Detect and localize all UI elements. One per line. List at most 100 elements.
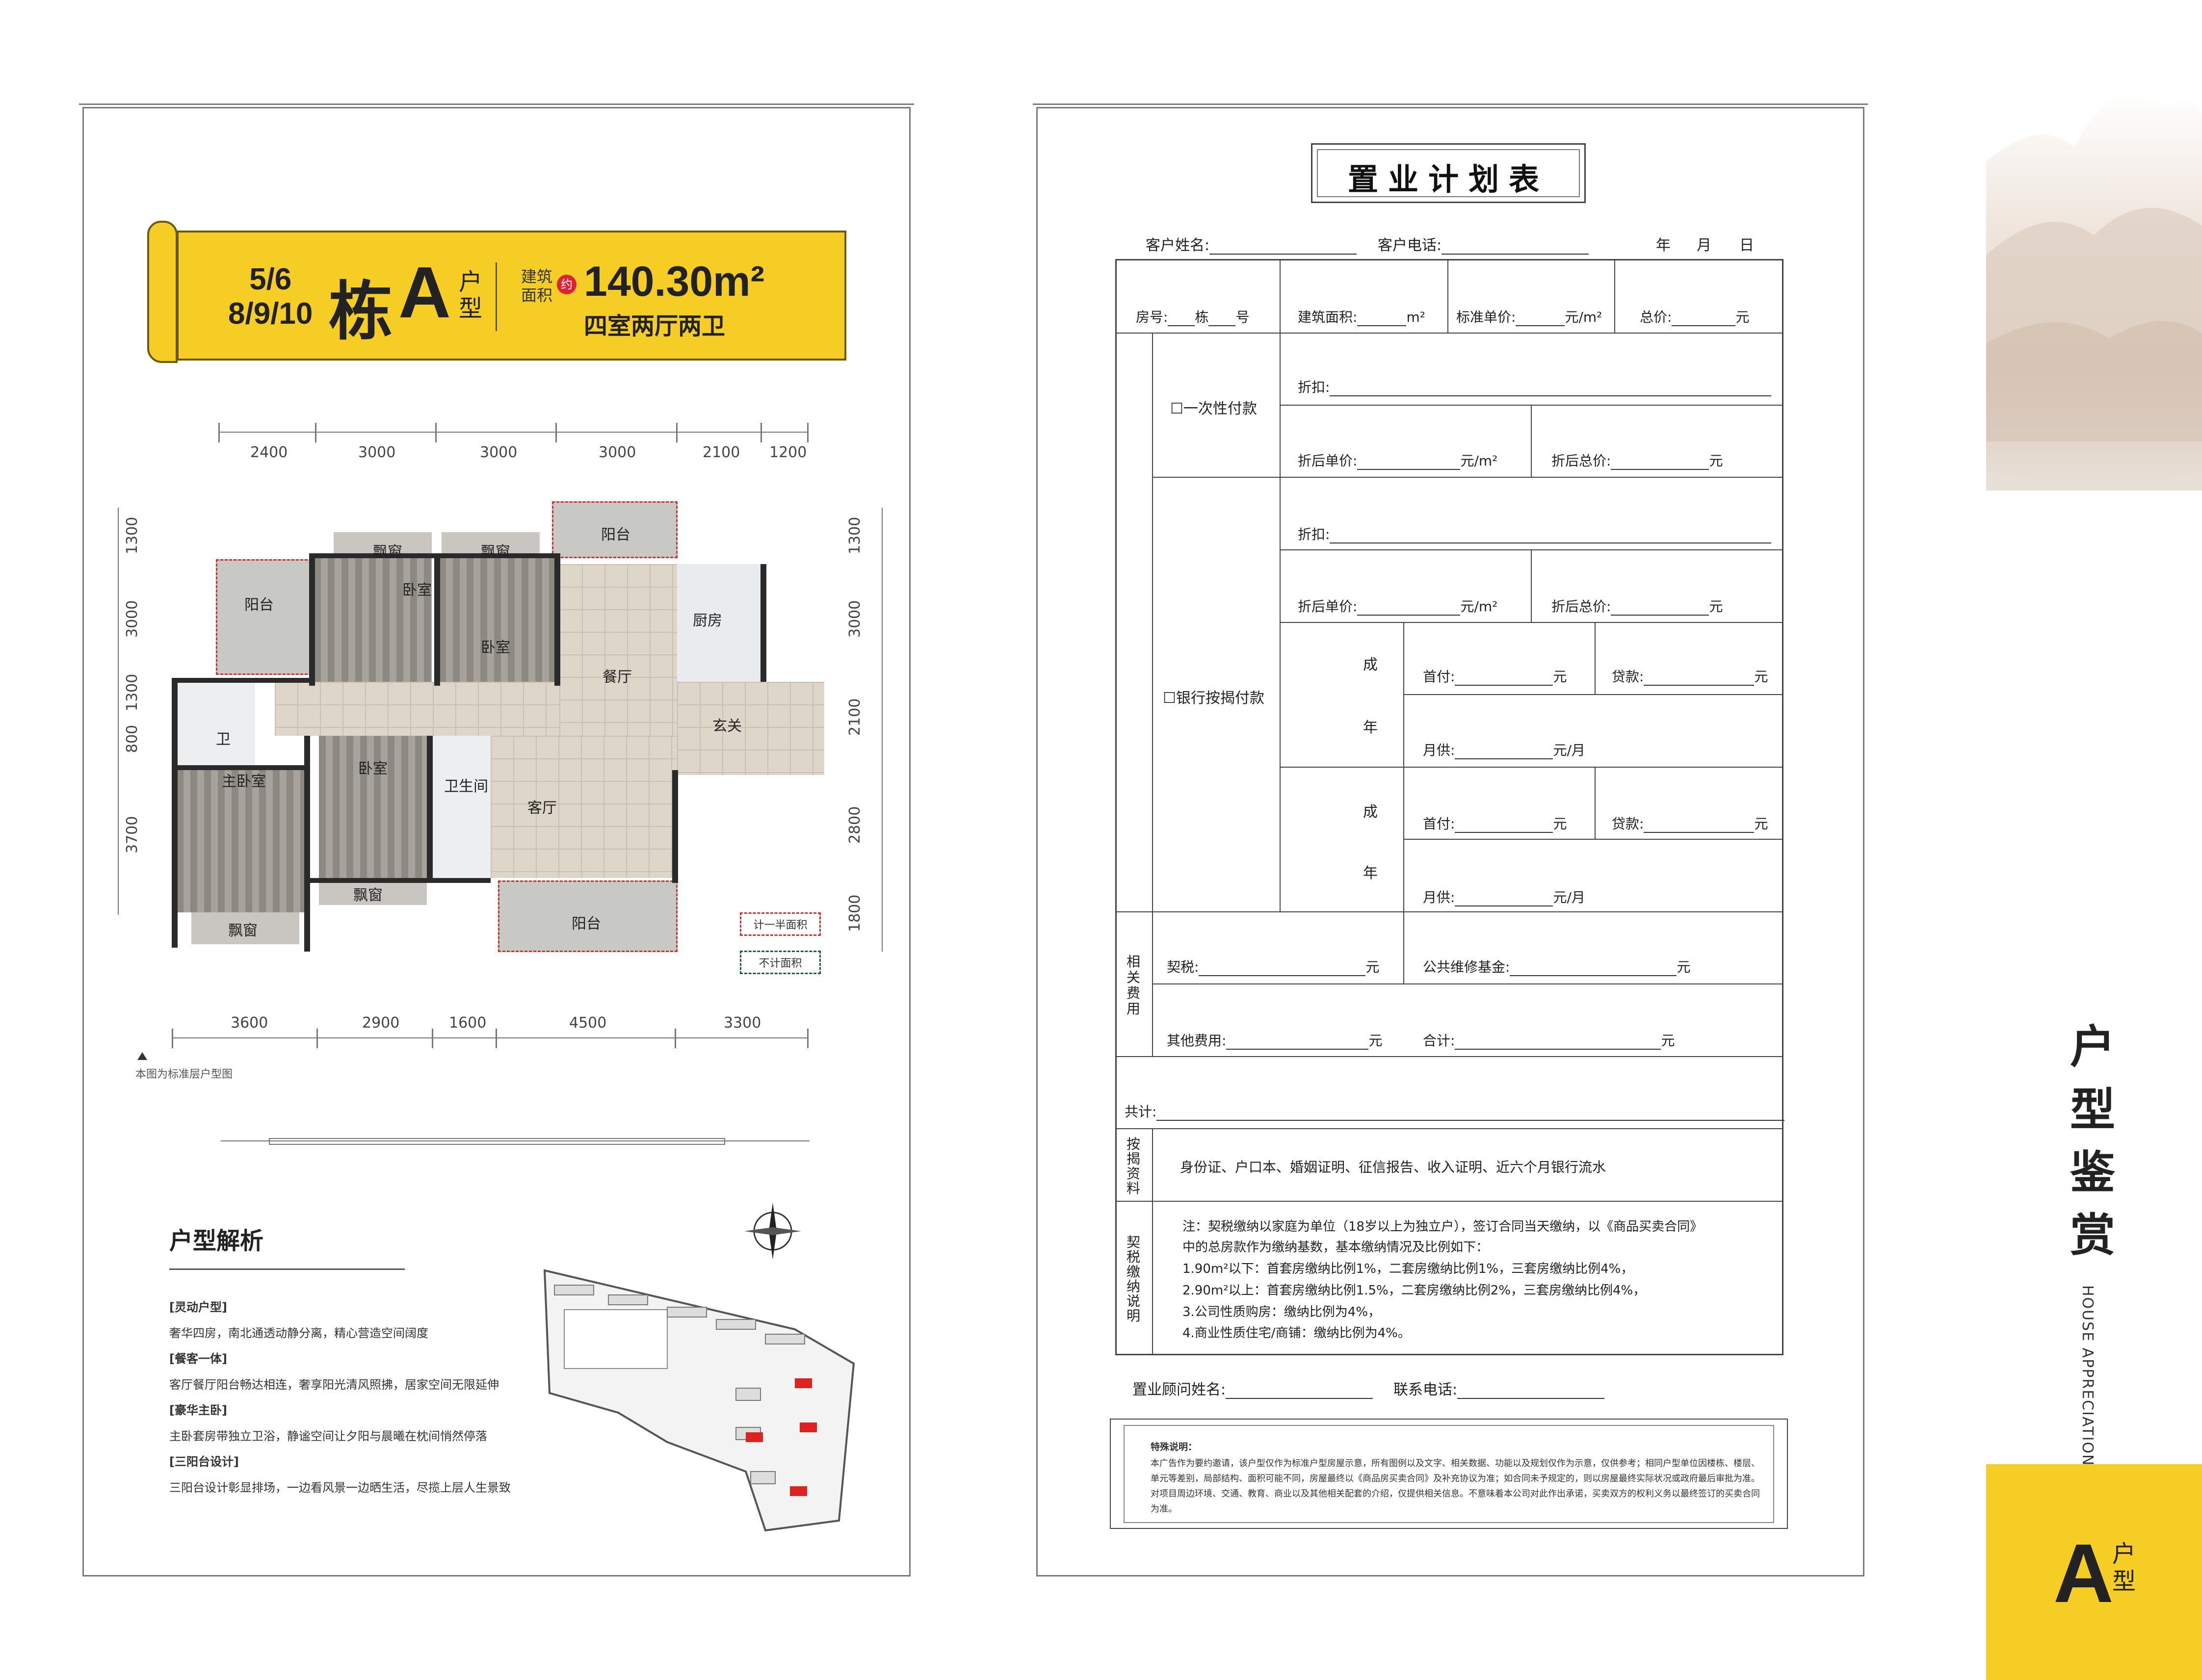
right-dimension-line [882,508,883,952]
dim-tick [496,1029,497,1048]
bath1-floor [172,682,255,765]
dining-floor [559,564,677,736]
grand-total-field: 共计: [1125,1101,1785,1121]
analysis-text-2: 客厅餐厅阳台畅达相连，奢享阳光清风照拂，居家空间无限延伸 [169,1378,499,1392]
tax-note-line-3: 1.90m²以下：首套房缴纳比例1%，二套房缴纳比例1%，三套房缴纳比例4%， [1182,1262,1634,1276]
wall [172,678,178,948]
top-dimension-line [218,432,807,433]
floor-plan: 飘窗 飘窗 阳台 卧室 卧室 阳台 厨房 餐厅 玄关 卫 主卧室 卧室 卫生间 … [167,495,824,956]
room-label-master: 主卧室 [222,773,266,790]
build-area-field: 建筑面积:m² [1298,309,1425,326]
balcony-bottom-floor [498,880,678,952]
bedroom2-floor [439,554,557,682]
disc-total-field-2: 折后总价:元 [1551,598,1723,616]
analysis-text-4: 三阳台设计彰显排场，一边看风景一边晒生活，尽揽上层人生景致 [169,1481,511,1495]
row-line [1403,694,1783,695]
special-notes-title: 特殊说明： [1151,1442,1198,1452]
row-line [1115,1056,1783,1057]
mortgage-docs-text: 身份证、户口本、婚姻证明、征信报告、收入证明、近六个月银行流水 [1180,1159,1606,1175]
col-line [1447,259,1448,333]
side-title: 户 型 鉴 赏 [2066,1015,2120,1266]
tax-note-line-1: 注：契税缴纳以家庭为单位（18岁以上为独立户），签订合同当天缴纳，以《商品买卖合… [1182,1219,1703,1234]
dim-bottom-5: 3300 [724,1014,761,1032]
dim-tick [172,1029,173,1048]
wall [304,878,491,883]
building-numbers: 5/6 8/9/10 [228,262,313,331]
analysis-text-3: 主卧套房带独立卫浴，静谧空间让夕阳与晨曦在枕间悄然停落 [169,1429,487,1443]
dim-tick [218,423,220,442]
dim-tick [807,423,809,442]
side-title-char-2: 型 [2070,1083,2115,1136]
tax-notes-label: 契税缴纳说明 [1127,1234,1141,1324]
tax-note-line-4: 2.90m²以上：首套房缴纳比例1.5%，二套房缴纳比例2%，三套房缴纳比例4%… [1182,1283,1646,1298]
one-time-payment-checkbox[interactable]: ☐一次性付款 [1170,400,1257,417]
dim-top-1: 2400 [250,444,288,461]
dim-bottom-3: 1600 [449,1014,487,1032]
dim-tick [675,1029,676,1048]
room-label-bath1: 卫 [216,731,231,748]
date-day: 日 [1739,237,1754,254]
disc-total-field-1: 折后总价:元 [1551,453,1723,470]
legend-half-area: 计一半面积 [740,912,821,936]
room-label-bay3: 飘窗 [353,887,383,904]
dim-bottom-4: 4500 [569,1014,607,1032]
dim-right-1: 1300 [846,517,864,554]
master-floor [177,770,304,912]
room-label-balcony-bottom: 阳台 [572,915,601,932]
col-line [1531,549,1532,622]
bank-mortgage-checkbox[interactable]: ☐银行按揭付款 [1163,690,1264,707]
buildings-line1: 5/6 [249,262,292,296]
type-letter: A [398,252,451,333]
room-label-bedroom2: 卧室 [481,639,510,656]
monthly-field-1: 月供:元/月 [1423,742,1585,759]
approx-badge: 约 [557,275,577,294]
separator-bar [269,1138,725,1145]
bay3-floor [319,880,427,905]
wall [760,564,766,682]
legend-no-area: 不计面积 [740,951,821,974]
col-line [1152,1128,1153,1355]
dim-bottom-2: 2900 [362,1014,400,1032]
analysis-title: 户型解析 [169,1227,264,1255]
title-banner [177,231,846,361]
date-month: 月 [1697,237,1711,254]
separator [221,1140,810,1141]
side-title-char-4: 赏 [2070,1209,2115,1262]
disc-unit-field-2: 折后单价:元/m² [1298,598,1498,616]
col-line [1403,911,1404,983]
dong-label: 栋 [329,274,393,349]
bay2-floor [442,532,540,557]
loan-field-2: 贷款:元 [1612,816,1768,833]
banner-divider [496,262,497,331]
analysis-heading-4: [三阳台设计] [169,1455,239,1469]
dim-top-5: 2100 [703,444,740,461]
row-line [1152,983,1783,984]
col-line [1614,259,1615,333]
standard-floor-note-icon [137,1052,147,1060]
balcony-top-floor [552,501,678,558]
room-label-balcony-left: 阳台 [244,596,274,614]
wall [672,770,678,883]
dim-right-3: 2100 [846,698,864,736]
bath2-floor [432,736,491,883]
room-number-field: 房号:栋号 [1136,309,1250,326]
dim-tick [555,423,557,442]
bedroom3-floor [319,736,432,883]
analysis-heading-2: [餐客一体] [169,1352,227,1366]
dim-left-5: 3700 [124,816,141,853]
analysis-heading-3: [豪华主卧] [169,1403,227,1417]
room-label-kitchen: 厨房 [693,612,722,629]
std-price-field: 标准单价:元/m² [1456,309,1602,326]
area-value: 140.30m² [584,258,765,305]
form-title: 置业计划表 [1347,161,1549,197]
deed-tax-field: 契税:元 [1167,959,1380,976]
analysis-underline [169,1268,405,1270]
side-title-char-3: 鉴 [2070,1146,2115,1199]
special-notes-frame [1110,1419,1788,1529]
kitchen-floor [677,564,760,682]
down-payment-field-2: 首付:元 [1423,816,1567,833]
col-line [1595,767,1596,839]
loan-field-1: 贷款:元 [1612,669,1768,686]
bottom-dimension-line [172,1037,807,1038]
dim-top-6: 1200 [769,444,807,461]
